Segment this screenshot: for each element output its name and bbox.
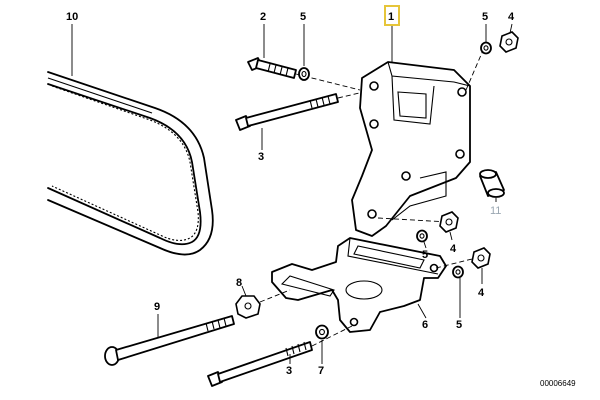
callout-nut-right: 4	[478, 287, 485, 299]
washer-bottom	[315, 324, 329, 340]
callout-long-bolt-top: 3	[258, 151, 264, 163]
alternator-bracket	[351, 61, 471, 237]
long-bolt-top	[235, 93, 339, 131]
leader-support-plate	[417, 303, 427, 319]
washer-right	[452, 265, 464, 279]
leader-washer-mid	[423, 241, 427, 249]
long-bolt-bottom	[104, 315, 235, 366]
callout-washer-top-right: 5	[482, 11, 488, 23]
axis-spacer	[259, 289, 291, 303]
nut-top-right	[499, 31, 519, 53]
callout-support-plate: 6	[422, 319, 428, 331]
axis-mid	[377, 217, 449, 223]
callout-bracket: 1	[388, 11, 394, 23]
washer-mid	[416, 229, 428, 243]
highlight-box	[384, 5, 400, 26]
support-plate	[271, 237, 447, 333]
callout-spacer-nut: 8	[236, 277, 242, 289]
leader-nut-top-right	[509, 23, 513, 34]
reference-number: 00006649	[540, 379, 576, 388]
spacer-nut	[235, 295, 261, 319]
hex-bolt-top	[247, 57, 297, 79]
axis-right	[435, 257, 477, 269]
callout-bolt-bottom: 3	[286, 365, 292, 377]
bushing	[479, 169, 505, 198]
v-belt	[47, 71, 214, 256]
axis-long-bolt-top	[337, 89, 373, 99]
callout-nut-mid: 4	[450, 243, 457, 255]
callout-washer-bottom: 7	[318, 365, 324, 377]
callout-washer-right: 5	[456, 319, 462, 331]
hex-bolt-bottom	[207, 341, 313, 387]
callout-nut-top-right: 4	[508, 11, 515, 23]
callout-bushing: 11	[490, 205, 501, 217]
washer-top-right	[480, 41, 492, 55]
callout-washer-top-left: 5	[300, 11, 306, 23]
washer-top-left	[298, 67, 310, 81]
nut-right	[471, 247, 491, 269]
callout-belt: 10	[66, 11, 78, 23]
nut-mid	[439, 211, 459, 233]
callout-washer-mid: 5	[422, 249, 428, 261]
callout-long-bolt-bottom: 9	[154, 301, 160, 313]
leader-spacer-nut	[241, 285, 247, 297]
callout-bolt-top: 2	[260, 11, 266, 23]
leader-nut-mid	[449, 231, 453, 241]
